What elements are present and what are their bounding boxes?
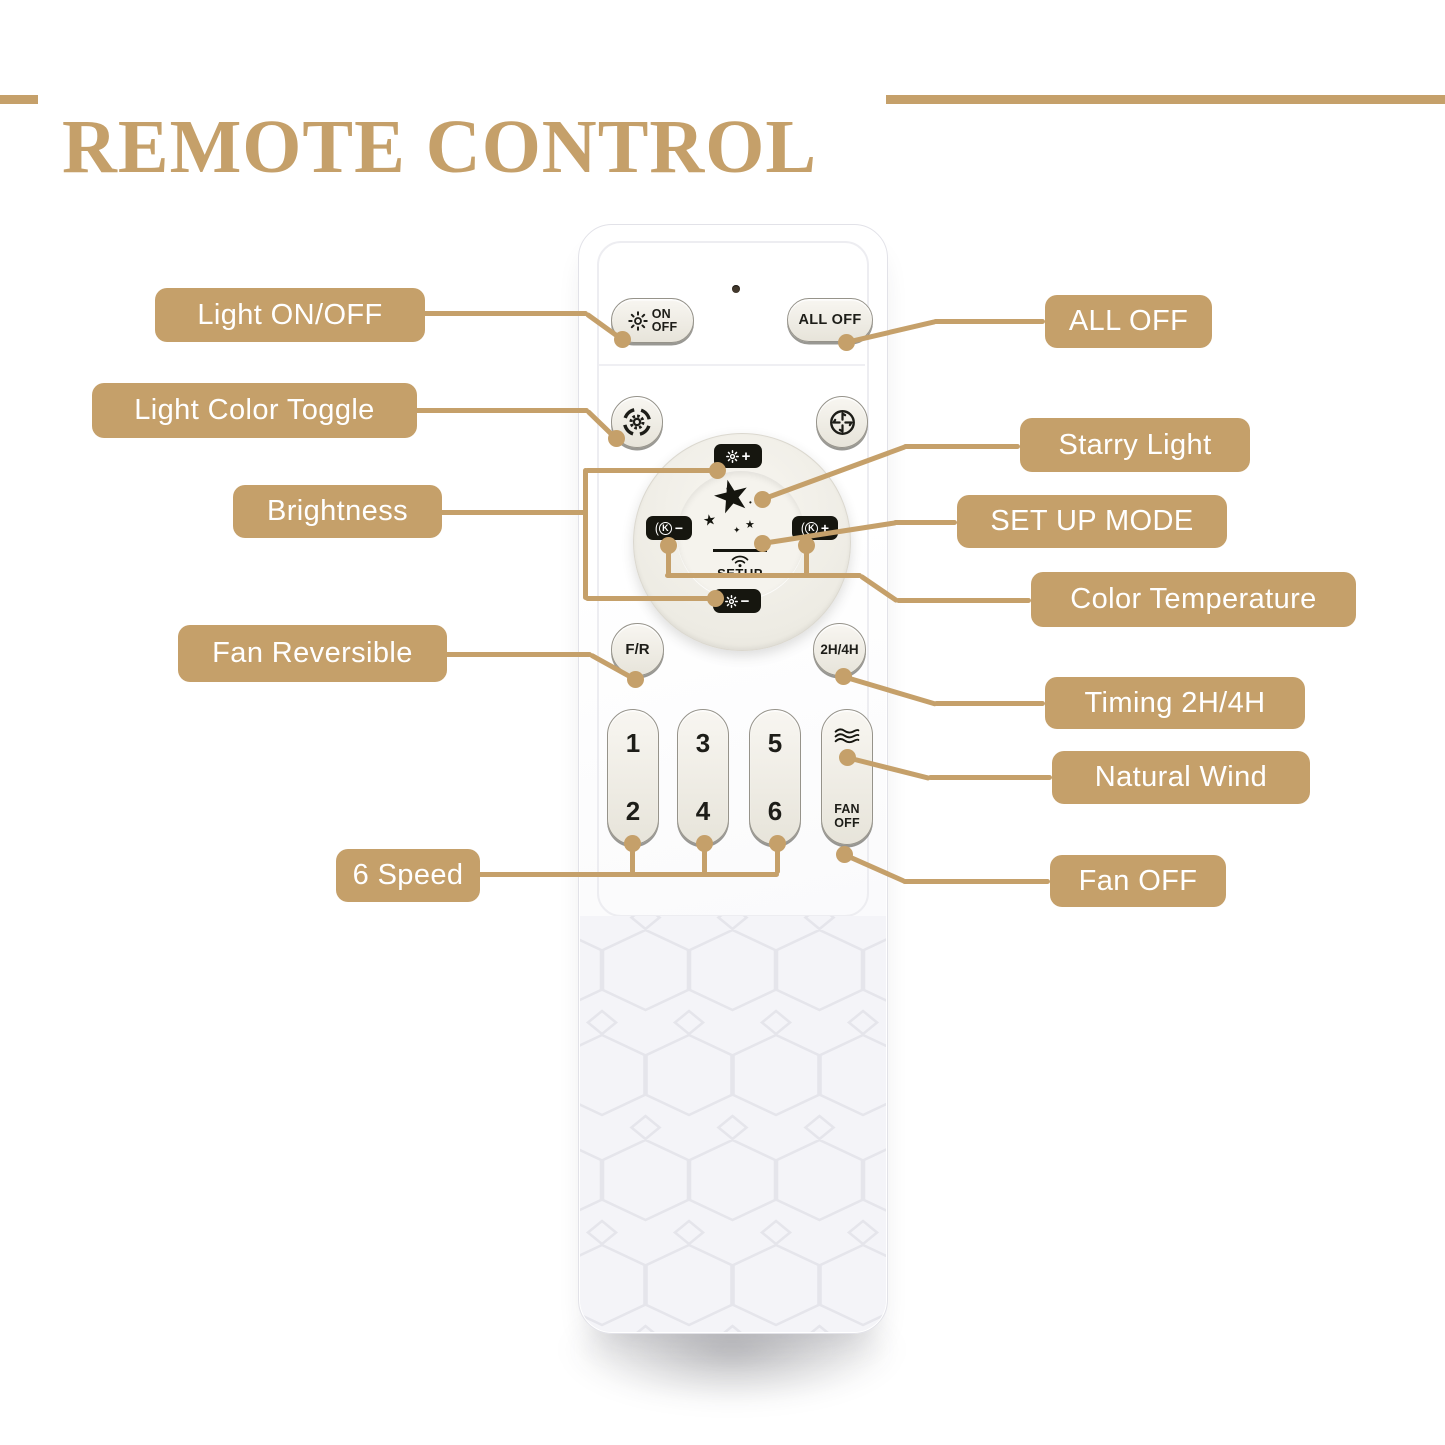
small-star-icon: ★ [745,519,755,531]
timer-2h4h-button: 2H/4H [813,623,866,676]
sparkle-dot-icon: • [726,484,730,495]
callout-line [893,519,957,525]
setup-underline [713,549,767,552]
label-light-on-off: Light ON/OFF [155,288,425,342]
callout-line [665,572,862,578]
label-set-up-mode: SET UP MODE [957,495,1227,548]
callout-line [442,651,592,657]
callout-dot [708,461,726,479]
callout-line [474,871,779,877]
color-temp-up-sign: + [820,519,830,536]
callout-line [438,509,587,515]
small-star-icon: ★ [701,510,718,531]
callout-dot [623,834,641,852]
callout-dot [626,670,644,688]
callout-line [585,595,715,601]
color-temp-down-button: ( K − [646,516,692,540]
callout-dot [753,490,771,508]
callout-dot [659,536,677,554]
label-all-off: ALL OFF [1045,295,1212,348]
callout-dot [838,748,856,766]
fan-off-line1: FAN [834,802,860,816]
wifi-icon [729,553,751,568]
fan-on-button [816,396,868,448]
title-left-dash [0,95,38,104]
callout-dot [834,667,852,685]
sun-plus-icon [725,449,739,463]
color-temp-arc: ( [654,519,659,536]
speed-button-3-4: 3 4 [677,709,729,845]
tiny-star-icon: ✦ [733,525,741,535]
gear-rotate-icon [621,406,653,438]
callout-line [903,443,1020,449]
brightness-up-button: + [714,444,762,468]
power-button-line1: ON [651,306,671,321]
speed-2: 2 [625,796,641,826]
power-button-line2: OFF [651,319,678,334]
page-title: REMOTE CONTROL [62,104,818,189]
sparkle-dot-icon: • [749,498,752,507]
hexagon-texture-area [580,916,886,1332]
callout-dot [768,834,786,852]
label-starry-light: Starry Light [1020,418,1250,472]
callout-line [933,318,1045,324]
callout-dot [797,536,815,554]
callout-dot [837,333,855,351]
callout-line [902,878,1050,884]
callout-dot [753,534,771,552]
callout-line [665,545,671,577]
callout-line [934,700,1045,706]
callout-dot [706,589,724,607]
remote-top-divider [599,364,865,366]
speed-button-1-2: 1 2 [607,709,659,845]
kelvin-circle-icon: K [658,521,672,535]
label-six-speed: 6 Speed [336,849,480,902]
led-indicator [732,285,740,293]
speed-1: 1 [625,728,641,758]
callout-line [420,310,588,316]
speed-6: 6 [767,796,783,826]
hexagon-pattern [580,916,886,1332]
sun-icon [627,310,648,331]
speed-button-5-6: 5 6 [749,709,801,845]
speed-5: 5 [767,728,783,758]
wind-waves-icon [833,726,861,746]
callout-line [928,774,1052,780]
fan-cross-icon [827,407,858,438]
color-temp-down-sign: − [674,519,684,536]
callout-line [410,407,589,413]
label-light-color-toggle: Light Color Toggle [92,383,417,438]
callout-dot [695,834,713,852]
callout-line [774,843,780,874]
label-fan-off: Fan OFF [1050,855,1226,907]
callout-dot [835,845,853,863]
sun-minus-icon [724,594,738,608]
brightness-down-sign: − [740,592,750,610]
fan-off-line2: OFF [834,815,860,830]
label-color-temperature: Color Temperature [1031,572,1356,627]
callout-dot [613,330,631,348]
callout-line [896,597,1031,603]
natural-wind-fan-off-button: FAN OFF [821,709,873,845]
callout-line [629,843,635,874]
label-timing-2h-4h: Timing 2H/4H [1045,677,1305,729]
callout-line [585,467,717,473]
title-right-rule [886,95,1445,104]
speed-3: 3 [695,728,711,758]
color-temp-arc: ( [800,519,805,536]
fan-reverse-button: F/R [611,623,664,676]
speed-4: 4 [695,796,711,826]
callout-line [582,468,588,600]
remote-body: ON OFF ALL OFF [578,224,888,1334]
label-fan-reversible: Fan Reversible [178,625,447,682]
label-natural-wind: Natural Wind [1052,751,1310,804]
all-off-button: ALL OFF [787,298,873,342]
callout-dot [607,429,625,447]
label-brightness: Brightness [233,485,442,538]
callout-line [701,843,707,874]
callout-line [803,545,809,577]
brightness-up-sign: + [741,447,751,465]
